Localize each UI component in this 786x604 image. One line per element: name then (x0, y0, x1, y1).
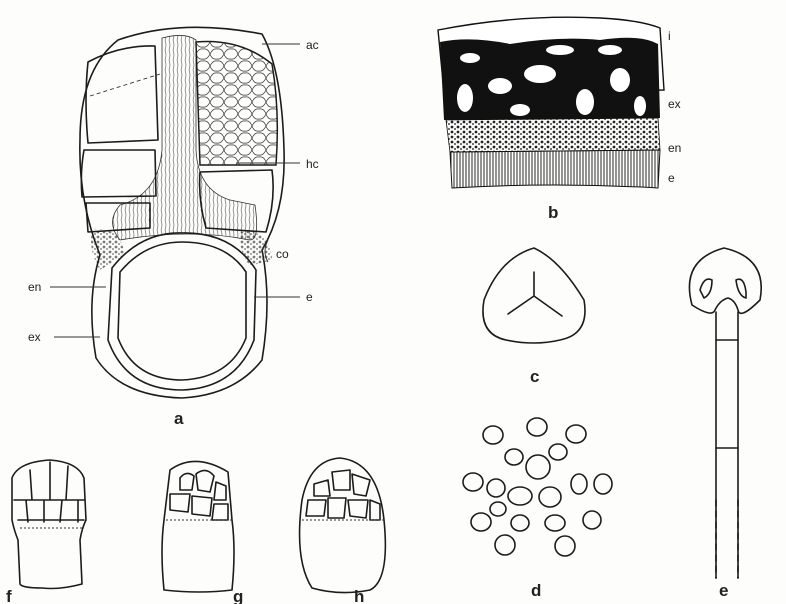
trilete-mark (508, 272, 562, 316)
spore-outer (108, 233, 256, 390)
left-chamber-mid (81, 150, 156, 197)
label-hc: hc (306, 157, 319, 171)
left-chamber-top (86, 46, 158, 143)
label-b-i: i (668, 29, 671, 43)
g-body (162, 461, 234, 592)
stalk (716, 312, 738, 578)
panel-b-wall-section: i ex en e b (438, 17, 681, 222)
panel-label-h: h (354, 587, 364, 604)
panel-h-later-stage: h (300, 458, 386, 604)
h-body (300, 458, 386, 593)
cellular-mass (196, 41, 277, 165)
panel-g-middle-stage: g (162, 461, 243, 604)
panel-label-a: a (174, 409, 184, 428)
panel-d-spore-cluster (463, 418, 612, 556)
panel-label-b: b (548, 203, 558, 222)
panel-a-ovule-section: ac hc co en e ex a (28, 27, 319, 428)
panel-label-c: c (530, 367, 539, 386)
label-b-ex: ex (668, 97, 681, 111)
wall-endospore-layer (446, 118, 660, 152)
label-b-en: en (668, 141, 681, 155)
spore-inner (118, 242, 246, 380)
label-ex: ex (28, 330, 41, 344)
label-ac: ac (306, 38, 319, 52)
label-b-e: e (668, 171, 675, 185)
panel-e-sporocarp-stalk: e (689, 248, 761, 600)
panel-label-e: e (719, 581, 728, 600)
panel-label-f: f (6, 587, 12, 604)
sporocarp-head (689, 248, 761, 313)
label-e: e (306, 290, 313, 304)
panel-label-d: d (531, 581, 541, 600)
panel-label-g: g (233, 587, 243, 604)
label-co: co (276, 247, 289, 261)
panel-c-trilete-spore: c (483, 248, 585, 386)
wall-epispore-layer (450, 150, 660, 188)
panel-f-young-stage: f (6, 460, 86, 604)
f-body (12, 460, 86, 589)
label-en: en (28, 280, 41, 294)
